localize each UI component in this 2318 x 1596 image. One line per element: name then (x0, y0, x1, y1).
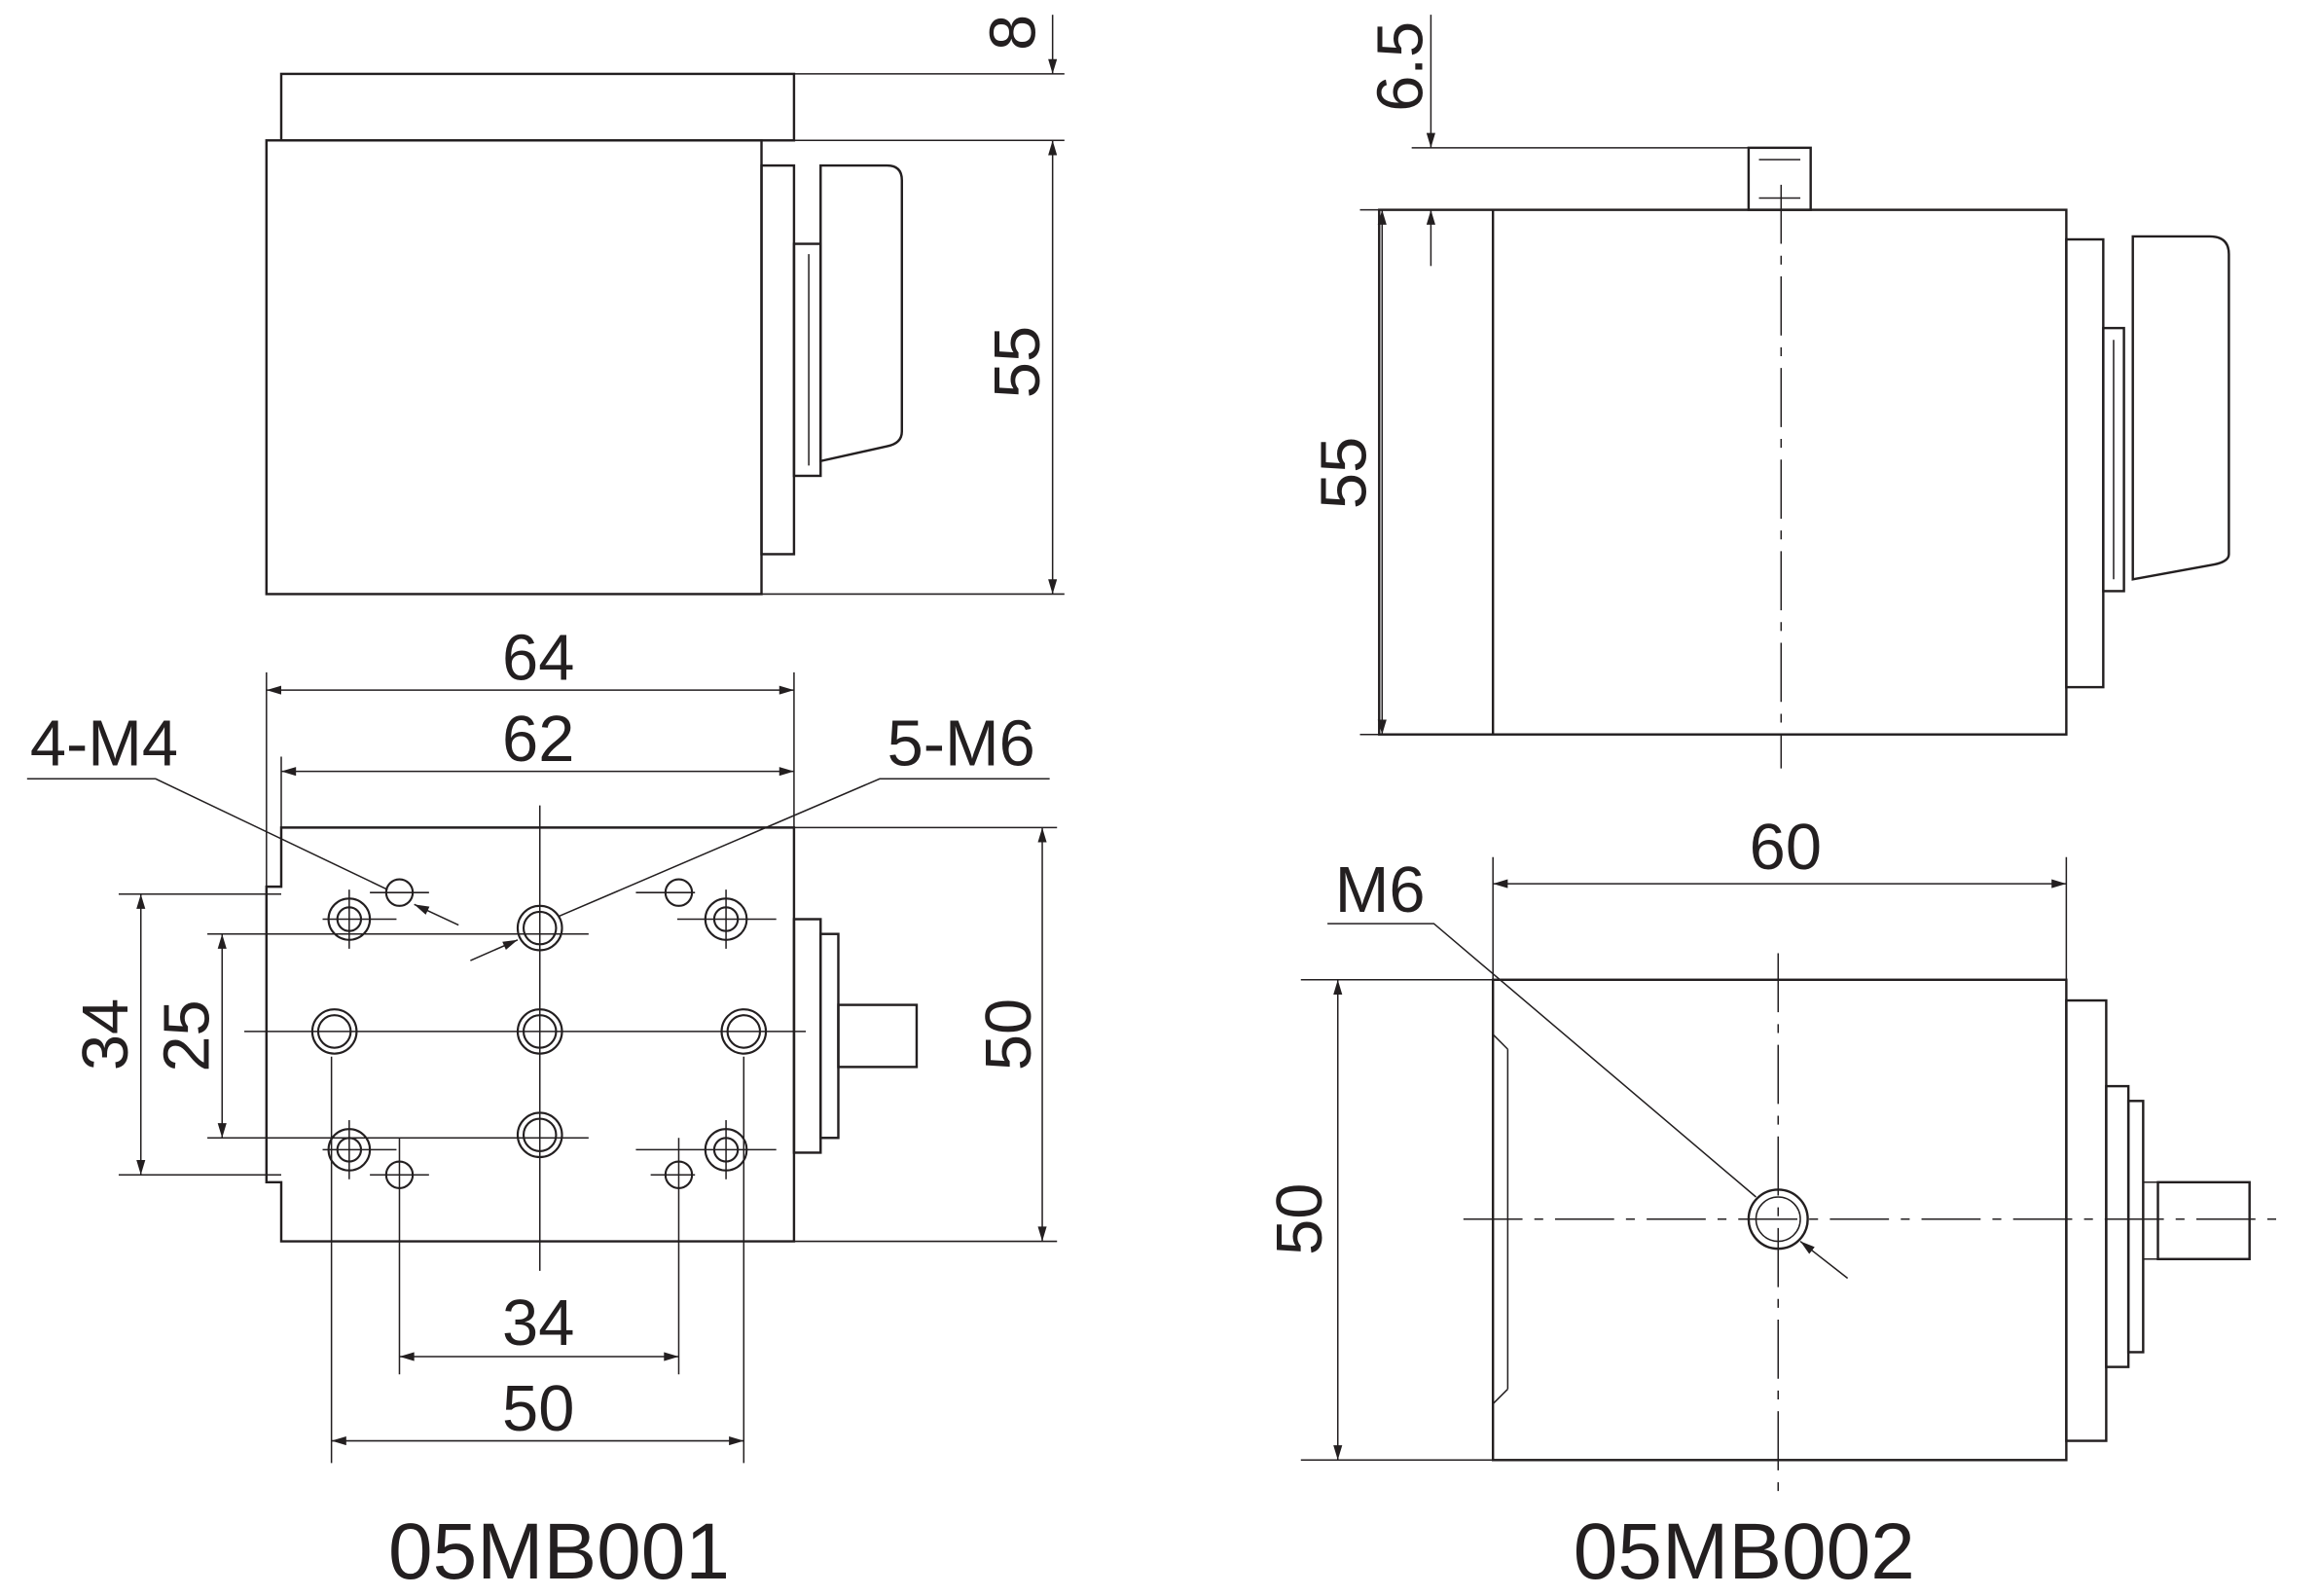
dim-depth: 50 (973, 998, 1045, 1070)
stage-b-top-view: 60 50 M6 (1264, 812, 2284, 1493)
dim-fitting: 6.5 (1364, 21, 1436, 112)
dim-hole-h-outer: 50 (502, 1373, 574, 1445)
dim-hole-v-outer: 34 (70, 998, 142, 1070)
callout-5-m6: 5-M6 (887, 708, 1035, 780)
stage-a-top-view: 64 62 34 25 50 34 50 4-M4 5-M6 (26, 623, 1058, 1464)
dim-cover: 8 (977, 15, 1049, 51)
title-05mb002: 05MB002 (1574, 1507, 1915, 1596)
dim-b-height: 55 (1309, 437, 1381, 509)
dim-width-outer: 64 (502, 623, 574, 695)
stage-b-side-view: 6.5 55 (1309, 15, 2230, 769)
callout-4-m4: 4-M4 (30, 708, 178, 780)
dim-hole-v-inner: 25 (152, 999, 224, 1071)
dim-b-depth: 50 (1264, 1183, 1336, 1255)
stage-a-side-view: 8 55 (265, 15, 1065, 596)
dim-height: 55 (982, 326, 1054, 398)
dim-hole-h-inner: 34 (502, 1288, 574, 1360)
callout-m6: M6 (1335, 854, 1426, 926)
title-05mb001: 05MB001 (388, 1507, 730, 1596)
dim-width-inner: 62 (502, 704, 574, 776)
dim-b-width: 60 (1750, 812, 1822, 884)
